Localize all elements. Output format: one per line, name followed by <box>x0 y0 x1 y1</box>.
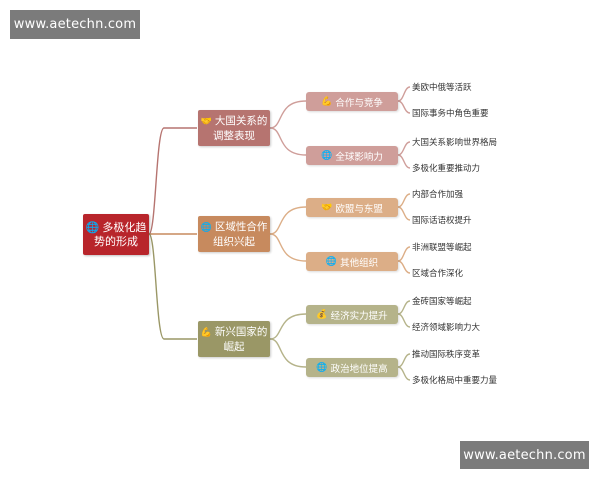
leaf-item: 大国关系影响世界格局 <box>412 138 498 148</box>
flexed-arm-icon: 💪 <box>200 327 212 338</box>
root-label-line1: 多极化趋 <box>102 220 147 234</box>
branch-label-line2: 组织兴起 <box>213 235 255 248</box>
connector-branch-1-sub-2 <box>269 127 307 156</box>
sub-node-eu-asean: 🤝欧盟与东盟 <box>306 198 398 217</box>
sub-label: 合作与竞争 <box>335 97 383 109</box>
branch-node-regional-organizations: 🌐区域性合作 组织兴起 <box>198 216 270 252</box>
connector-branch-3-sub-2 <box>269 338 307 368</box>
flexed-arm-icon: 💪 <box>321 96 333 107</box>
connector-leaf <box>397 206 411 221</box>
connector-branch-2-sub-2 <box>269 233 307 262</box>
globe-icon: 🌐 <box>316 362 328 373</box>
branch-label-line1: 大国关系的 <box>214 114 268 127</box>
connector-leaf <box>397 193 411 208</box>
connector-leaf <box>397 300 411 315</box>
sub-node-cooperation-competition: 💪合作与竞争 <box>306 92 398 111</box>
money-bag-icon: 💰 <box>316 309 328 320</box>
connector-root-branch-1 <box>148 127 197 235</box>
globe-icon: 🌐 <box>85 220 100 234</box>
connector-leaf <box>397 260 411 274</box>
connector-leaf <box>397 86 411 102</box>
leaf-item: 非洲联盟等崛起 <box>412 243 472 253</box>
watermark-bottom: www.aetechn.com <box>460 441 589 469</box>
leaf-item: 区域合作深化 <box>412 269 464 279</box>
branch-label-line2: 崛起 <box>223 340 245 353</box>
connector-leaf <box>397 100 411 114</box>
watermark-top: www.aetechn.com <box>10 10 140 39</box>
connector-leaf <box>397 313 411 328</box>
connector-root-branch-3 <box>148 233 197 340</box>
leaf-item: 金砖国家等崛起 <box>412 297 472 307</box>
leaf-item: 内部合作加强 <box>412 190 464 200</box>
leaf-item: 国际事务中角色重要 <box>412 109 489 119</box>
connector-leaf <box>397 353 411 368</box>
sub-label: 政治地位提高 <box>330 363 388 375</box>
sub-node-other-organizations: 🌐其他组织 <box>306 252 398 271</box>
leaf-item: 美欧中俄等活跃 <box>412 83 472 93</box>
connector-branch-3-sub-1 <box>269 313 307 340</box>
leaf-item: 多极化重要推动力 <box>412 164 481 174</box>
sub-node-economic-strength: 💰经济实力提升 <box>306 305 398 324</box>
connector-leaf <box>397 154 411 169</box>
connector-leaf <box>397 366 411 381</box>
branch-label-line2: 调整表现 <box>213 129 255 142</box>
sub-label: 其他组织 <box>340 257 379 269</box>
branch-node-great-power-relations: 🤝大国关系的 调整表现 <box>198 110 270 146</box>
leaf-item: 国际话语权提升 <box>412 216 472 226</box>
handshake-icon: 🤝 <box>321 202 333 213</box>
branch-label-line1: 新兴国家的 <box>214 325 268 338</box>
branch-label-line1: 区域性合作 <box>214 220 268 233</box>
globe-icon: 🌐 <box>325 256 338 267</box>
sub-label: 全球影响力 <box>335 151 383 163</box>
globe-icon: 🌐 <box>321 150 333 161</box>
connector-branch-1-sub-1 <box>269 100 307 129</box>
globe-icon: 🌐 <box>200 222 212 233</box>
root-node: 🌐多极化趋 势的形成 <box>83 214 149 255</box>
sub-node-political-status: 🌐政治地位提高 <box>306 358 398 377</box>
handshake-icon: 🤝 <box>200 116 212 127</box>
sub-label: 经济实力提升 <box>330 310 388 322</box>
connector-leaf <box>397 141 411 156</box>
sub-node-global-influence: 🌐全球影响力 <box>306 146 398 165</box>
leaf-item: 经济领域影响力大 <box>412 323 481 333</box>
connector-branch-2-sub-1 <box>269 206 307 235</box>
connector-leaf <box>397 246 411 262</box>
branch-node-emerging-nations: 💪新兴国家的 崛起 <box>198 321 270 357</box>
root-label-line2: 势的形成 <box>93 234 138 248</box>
leaf-item: 推动国际秩序变革 <box>412 350 481 360</box>
leaf-item: 多极化格局中重要力量 <box>412 376 498 386</box>
sub-label: 欧盟与东盟 <box>335 203 383 215</box>
